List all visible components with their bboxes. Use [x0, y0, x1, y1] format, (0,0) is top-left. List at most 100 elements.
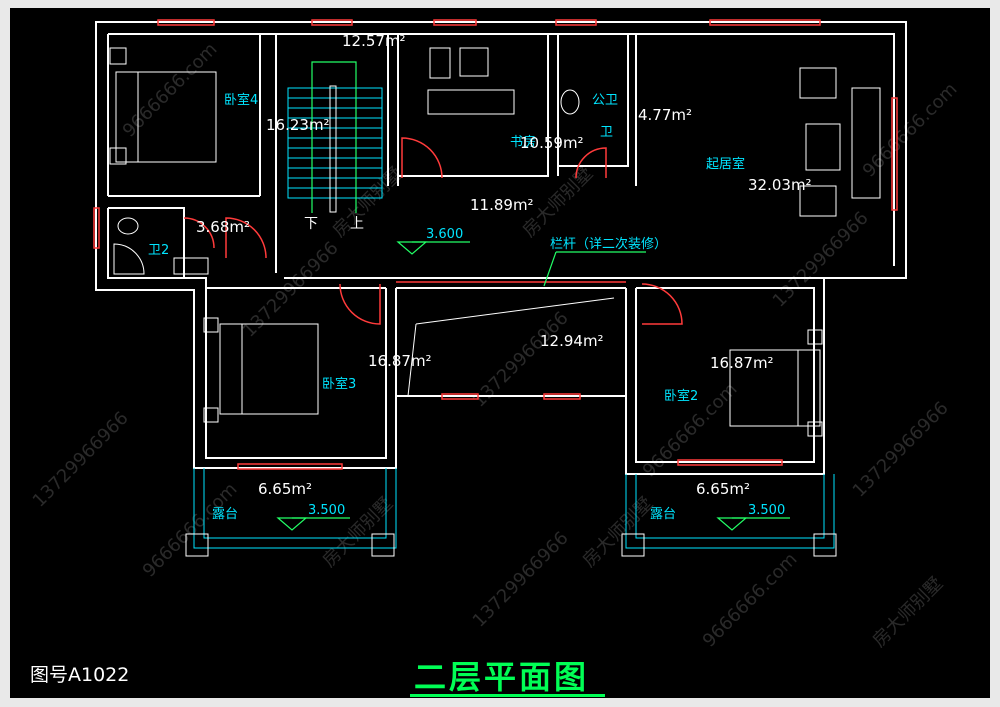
- void-diagonal: [415, 297, 615, 325]
- door-swing: [641, 283, 683, 325]
- window: [433, 19, 477, 26]
- nightstand-icon: [807, 421, 823, 437]
- stair-up-label: 上: [350, 216, 364, 232]
- room-name-bedroom2: 卧室2: [664, 388, 698, 404]
- watermark-text: 9666666.com: [119, 39, 222, 142]
- nightstand-icon: [203, 407, 219, 423]
- bed-headboard: [115, 71, 139, 163]
- chair-icon: [459, 47, 489, 77]
- column-icon: [371, 533, 395, 557]
- nightstand-icon: [203, 317, 219, 333]
- watermark-text: 房大师别墅: [869, 573, 947, 651]
- sink-icon: [173, 257, 209, 275]
- bed-headboard: [219, 323, 243, 415]
- level-floor: 3.600: [426, 227, 463, 242]
- column-icon: [185, 533, 209, 557]
- bed-headboard: [797, 349, 821, 427]
- window: [677, 459, 783, 466]
- door-swing: [183, 217, 215, 249]
- room-name-bedroom3: 卧室3: [322, 376, 356, 392]
- terrace-left-outline: [193, 468, 397, 549]
- interior-wall: [107, 33, 895, 463]
- watermark-text: 13729966966: [29, 408, 133, 512]
- window: [441, 393, 479, 400]
- area-void: 12.94m²: [540, 332, 604, 350]
- level-terrace-left: 3.500: [308, 503, 345, 518]
- window: [709, 19, 821, 26]
- area-living: 32.03m²: [748, 176, 812, 194]
- toilet-icon: [560, 89, 580, 115]
- window: [237, 463, 343, 470]
- cad-canvas[interactable]: 9666666.com 13729966966 房大师别墅 1372996696…: [10, 8, 990, 698]
- area-study: 10.59m²: [520, 134, 584, 152]
- column-icon: [621, 533, 645, 557]
- room-name-living: 起居室: [706, 156, 745, 172]
- terraces: [185, 468, 837, 557]
- area-corridor: 11.89m²: [470, 196, 534, 214]
- nightstand-icon: [109, 147, 127, 165]
- void-diagonal: [407, 323, 417, 397]
- room-name-bath: 卫: [600, 125, 613, 140]
- room-name-study: 书房: [510, 134, 536, 150]
- toilet-icon: [117, 217, 139, 235]
- terrace-left-inner: [203, 468, 387, 539]
- column-icon: [813, 533, 837, 557]
- area-public-bath: 4.77m²: [638, 106, 692, 124]
- watermark-layer: 9666666.com 13729966966 房大师别墅 1372996696…: [29, 39, 962, 652]
- watermark-text: 13729966966: [469, 528, 573, 632]
- watermark-text: 房大师别墅: [329, 163, 407, 241]
- stair: [287, 61, 383, 213]
- shower-icon: [113, 243, 145, 275]
- area-labels: 12.57m² 16.23m² 10.59m² 4.77m² 32.03m² 1…: [196, 32, 812, 498]
- watermark-text: 9666666.com: [699, 549, 802, 652]
- door-swing: [225, 217, 267, 259]
- floor-plan: 9666666.com 13729966966 房大师别墅 1372996696…: [29, 19, 962, 652]
- bed-icon: [219, 323, 319, 415]
- nightstand-icon: [807, 329, 823, 345]
- watermark-text: 房大师别墅: [579, 493, 657, 571]
- coffee-table-icon: [805, 123, 841, 171]
- stair-down-label: 下: [304, 216, 318, 232]
- watermark-text: 9666666.com: [139, 479, 242, 582]
- railing-leader: [543, 251, 557, 287]
- room-labels: 卧室4 书房 公卫 卫 起居室 卫2 卧室3 卧室2 露台 露台: [148, 92, 745, 522]
- railing-note: 栏杆（详二次装修）: [550, 236, 667, 252]
- watermark-text: 13729966966: [769, 208, 873, 312]
- area-terrace-right: 6.65m²: [696, 480, 750, 498]
- room-name-terrace-right: 露台: [650, 507, 676, 522]
- door-swing: [401, 137, 443, 179]
- room-name-bath2: 卫2: [148, 243, 169, 258]
- desk-icon: [427, 89, 515, 115]
- drawing-number: 图号A1022: [30, 664, 130, 686]
- area-bedroom4: 16.23m²: [266, 116, 330, 134]
- window: [311, 19, 353, 26]
- armchair-icon: [799, 67, 837, 99]
- furniture: [109, 47, 881, 437]
- level-terrace-right: 3.500: [748, 503, 785, 518]
- area-terrace-left: 6.65m²: [258, 480, 312, 498]
- armchair-icon: [799, 185, 837, 217]
- area-bedroom3: 16.87m²: [368, 352, 432, 370]
- nightstand-icon: [109, 47, 127, 65]
- room-name-bedroom4: 卧室4: [224, 92, 258, 108]
- room-name-terrace-left: 露台: [212, 507, 238, 522]
- level-markers: 3.600 3.500 3.500 栏杆（详二次装修）: [276, 227, 790, 531]
- title-underline: [410, 694, 605, 697]
- watermark-text: 13729966966: [239, 238, 343, 342]
- stair-outline: [287, 87, 383, 199]
- area-bath2: 3.68m²: [196, 218, 250, 236]
- window: [555, 19, 597, 26]
- windows: [93, 19, 898, 470]
- walls: [95, 21, 907, 475]
- window: [891, 97, 898, 211]
- sofa-icon: [851, 87, 881, 199]
- door-swing: [339, 283, 381, 325]
- doors: [183, 137, 683, 325]
- drawing-title: 二层平面图: [414, 658, 590, 696]
- window: [93, 207, 100, 249]
- cabinet-icon: [429, 47, 451, 79]
- level-triangle-icon: [716, 517, 748, 531]
- terrace-right-inner: [635, 474, 825, 539]
- window: [157, 19, 215, 26]
